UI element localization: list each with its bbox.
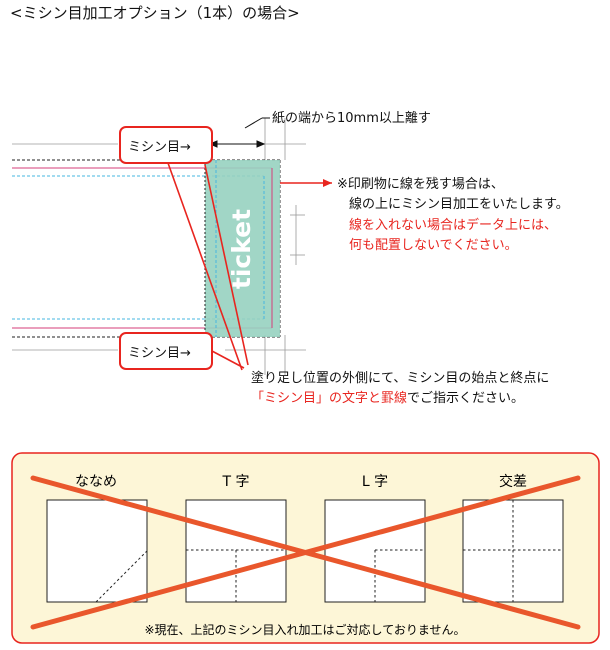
- instruction-rest: でご指示ください。: [407, 391, 525, 406]
- example-perforations: [95, 500, 563, 603]
- instruction-line-2: 「ミシン目」の文字と罫線でご指示ください。: [251, 389, 524, 408]
- item-title-2: L 字: [362, 474, 388, 490]
- not-supported-cross: [30, 475, 581, 630]
- item-title-3: 交差: [499, 473, 527, 490]
- print-note-4: 何も配置しないでください。: [349, 238, 518, 253]
- perforation-label-top: ミシン目→: [128, 140, 191, 155]
- item-title-1: T 字: [221, 474, 249, 490]
- print-note-1: ※印刷物に線を残す場合は、: [337, 177, 504, 192]
- print-note-2: 線の上にミシン目加工をいたします。: [349, 197, 569, 212]
- pointer-lines: [167, 162, 332, 371]
- print-note-3: 線を入れない場合はデータ上には、: [349, 218, 558, 233]
- ticket-word: ticket: [227, 208, 256, 290]
- item-title-0: ななめ: [75, 474, 117, 490]
- crop-marks: [12, 118, 306, 375]
- label-box-top: [119, 126, 213, 164]
- panel-footnote: ※現在、上記のミシン目入れ加工はご対応しておりません。: [145, 622, 466, 637]
- perforation-label-bottom: ミシン目→: [128, 346, 191, 361]
- instruction-line-1: 塗り足し位置の外側にて、ミシン目の始点と終点に: [251, 371, 550, 386]
- not-supported-panel: [11, 452, 600, 644]
- distance-arrow: [208, 117, 270, 148]
- instruction-highlight: 「ミシン目」の文字と罫線: [251, 391, 408, 406]
- ticket-stub: [205, 160, 280, 337]
- distance-note: 紙の端から10mm以上離す: [272, 111, 431, 126]
- page-title: <ミシン目加工オプション（1本）の場合>: [10, 4, 300, 22]
